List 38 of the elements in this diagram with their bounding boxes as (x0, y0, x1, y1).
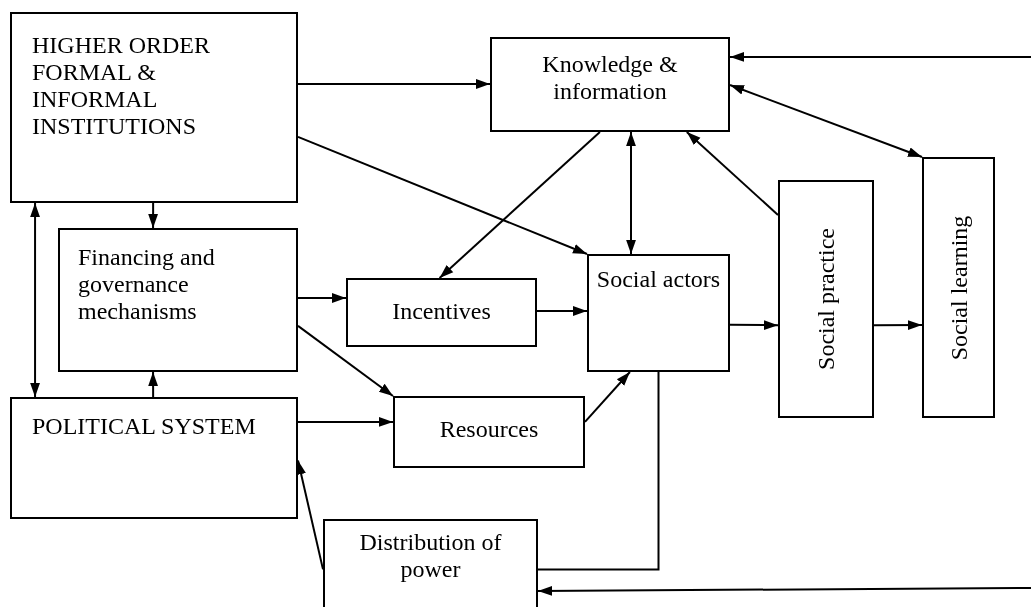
process-box (323, 519, 538, 607)
arrow (148, 202, 158, 229)
arrow (297, 135, 588, 255)
box-label: Social learning (945, 215, 972, 360)
box-label: Financing and governance mechanisms (78, 244, 216, 325)
box-label: POLITICAL SYSTEM (32, 413, 257, 440)
arrow (584, 371, 631, 423)
process-box (587, 254, 730, 372)
arrow (30, 202, 40, 398)
arrow (729, 84, 923, 158)
arrow (729, 52, 1031, 62)
arrow (297, 324, 394, 397)
arrow (626, 131, 636, 255)
box-label: Distribution of power (358, 529, 503, 583)
process-box (58, 228, 298, 372)
arrow (685, 131, 779, 216)
box-label: Incentives (391, 298, 492, 325)
arrow (297, 293, 347, 303)
arrow (438, 131, 601, 279)
box-label: Resources (438, 416, 540, 443)
arrow (297, 79, 491, 89)
process-box (922, 157, 995, 418)
arrow (297, 417, 394, 427)
box-label: Social actors (595, 266, 722, 293)
process-box (490, 37, 730, 132)
process-box (393, 396, 585, 468)
arrow (873, 320, 923, 330)
process-box (10, 12, 298, 203)
arrow (148, 371, 158, 398)
process-box (778, 180, 874, 418)
arrow (536, 306, 588, 316)
box-label: Knowledge & information (541, 51, 679, 105)
box-label: Social practice (812, 228, 840, 370)
process-box (346, 278, 537, 347)
arrow (729, 320, 779, 330)
arrow (537, 586, 1031, 596)
box-label: HIGHER ORDER FORMAL & INFORMAL INSTITUTIONS (32, 32, 211, 140)
process-box (10, 397, 298, 519)
